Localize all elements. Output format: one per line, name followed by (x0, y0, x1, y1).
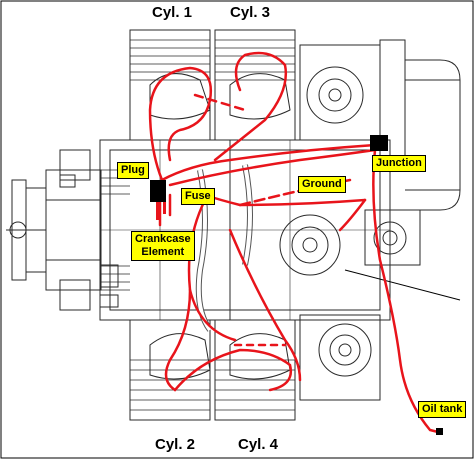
crankcase-element-tag: Crankcase Element (131, 231, 195, 261)
cylinder-2-label: Cyl. 2 (155, 436, 196, 453)
ground-tag: Ground (298, 176, 346, 193)
cylinder-4-label: Cyl. 4 (238, 436, 279, 453)
fuse-tag: Fuse (181, 188, 215, 205)
junction-box (370, 135, 388, 151)
oil-tank-tag: Oil tank (418, 401, 467, 418)
crankcase-element-line1: Crankcase (135, 233, 191, 245)
cylinder-1-label: Cyl. 1 (152, 4, 193, 21)
plug-tag: Plug (117, 162, 149, 179)
oil-tank-connector (436, 428, 443, 435)
plug-connector (150, 180, 166, 202)
cylinder-3-label: Cyl. 3 (230, 4, 271, 21)
crankcase-element-line2: Element (141, 246, 185, 258)
wiring-harness (148, 51, 440, 434)
junction-tag: Junction (372, 155, 426, 172)
